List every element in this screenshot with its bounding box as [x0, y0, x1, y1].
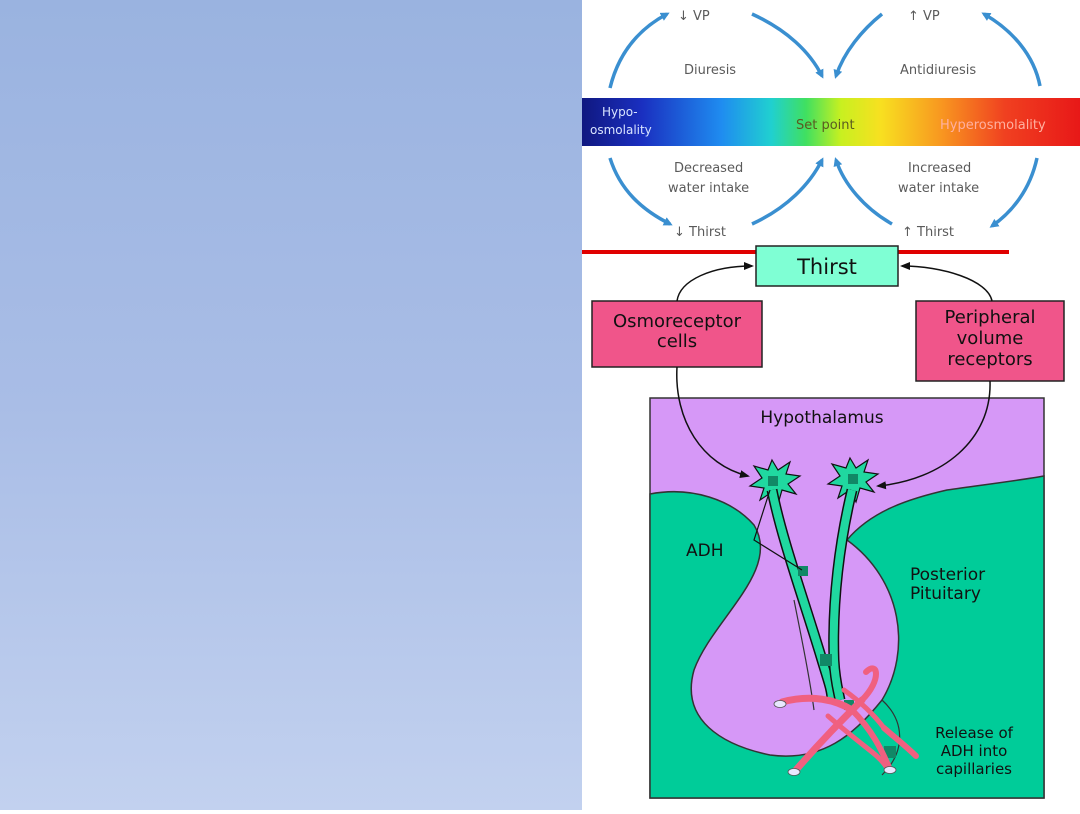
- arrow-bottom-right-up: [833, 157, 893, 226]
- arrow-top-right-down: [981, 12, 1042, 87]
- arrow-top-left-down: [751, 12, 824, 79]
- thirst-increase-label: ↑ Thirst: [902, 225, 954, 240]
- peripheral-label-1: Peripheral: [944, 307, 1035, 328]
- release-adh-label-3: capillaries: [936, 760, 1012, 778]
- peripheral-label-3: receptors: [947, 349, 1032, 370]
- arrow-periph-to-neuron: [876, 380, 991, 490]
- arrow-bottom-left-up: [751, 157, 824, 226]
- decreased-intake-label-2: water intake: [668, 181, 749, 196]
- adh-granule: [884, 746, 896, 758]
- peripheral-label-2: volume: [957, 328, 1024, 349]
- arrow-top-left-up: [608, 12, 670, 89]
- posterior-pituitary-region: [649, 475, 1045, 799]
- osmoreceptor-label-2: cells: [657, 331, 697, 352]
- feedback-cycle: ↓ VP ↑ VP Diuresis Antidiuresis Hypo- os…: [582, 9, 1080, 240]
- adh-pathway: Thirst Osmoreceptor cells Peripheral vol…: [591, 245, 1065, 799]
- peripheral-receptors-box: [915, 300, 1065, 382]
- arrow-bottom-left-down: [608, 157, 673, 226]
- osmoregulation-diagram: ↓ VP ↑ VP Diuresis Antidiuresis Hypo- os…: [582, 0, 1080, 810]
- thirst-label: Thirst: [796, 255, 857, 279]
- arrow-top-right-up: [833, 12, 884, 79]
- thirst-box: [755, 245, 899, 287]
- vp-decrease-label: ↓ VP: [678, 9, 710, 24]
- hypo-osmolality-label-1: Hypo-: [602, 105, 638, 119]
- capillary-network: [778, 665, 919, 774]
- hyper-osmolality-label: Hyperosmolality: [940, 118, 1046, 133]
- posterior-pituitary-label-1: Posterior: [910, 565, 985, 585]
- capillary-end: [883, 766, 897, 774]
- adh-granule: [820, 654, 832, 666]
- arrow-osmo-to-thirst: [676, 262, 754, 302]
- decreased-intake-label-1: Decreased: [674, 161, 743, 176]
- antidiuresis-label: Antidiuresis: [900, 63, 976, 78]
- vp-increase-label: ↑ VP: [908, 9, 940, 24]
- adh-granule: [798, 566, 808, 576]
- adh-granule: [768, 476, 778, 486]
- release-adh-label-1: Release of: [935, 724, 1014, 742]
- osmoreceptor-label-1: Osmoreceptor: [613, 311, 742, 332]
- arrow-bottom-right-down: [989, 157, 1039, 228]
- background-panel: [0, 0, 582, 810]
- osmolality-spectrum-bar: [582, 98, 1080, 146]
- hypothalamus-label: Hypothalamus: [760, 408, 883, 428]
- increased-intake-label-2: water intake: [898, 181, 979, 196]
- adh-pointer-line: [753, 489, 803, 571]
- capillary-end: [773, 700, 787, 708]
- thirst-decrease-label: ↓ Thirst: [674, 225, 726, 240]
- arrow-periph-to-thirst: [900, 262, 993, 302]
- adh-label: ADH: [686, 541, 724, 561]
- capillary-end: [787, 768, 801, 776]
- hypo-osmolality-label-2: osmolality: [590, 123, 652, 137]
- increased-intake-label-1: Increased: [908, 161, 971, 176]
- axon-right-fill: [829, 489, 856, 701]
- release-adh-label-2: ADH into: [941, 742, 1008, 760]
- set-point-label: Set point: [796, 118, 855, 133]
- diuresis-label: Diuresis: [684, 63, 736, 78]
- axon-left-fill: [768, 489, 836, 701]
- arrow-osmo-to-neuron: [676, 366, 750, 479]
- posterior-pituitary-label-2: Pituitary: [910, 584, 981, 604]
- adh-granule: [848, 474, 858, 484]
